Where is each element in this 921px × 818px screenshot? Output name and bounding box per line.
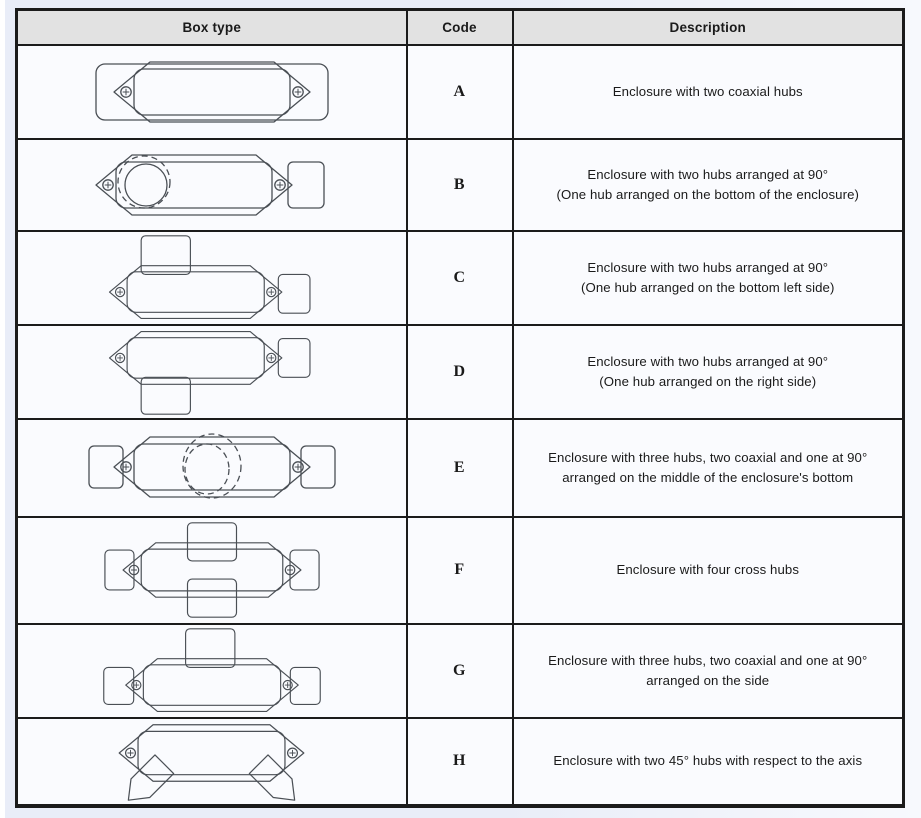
table-row: C Enclosure with two hubs arranged at 90… xyxy=(15,229,905,326)
figure-cell xyxy=(15,417,408,518)
figure-cell xyxy=(15,229,408,326)
figure-enclosure-four-cross-hubs xyxy=(104,522,320,618)
figure-cell xyxy=(15,323,408,420)
header-box-type: Box type xyxy=(15,8,408,46)
description-cell: Enclosure with two coaxial hubs xyxy=(511,43,905,140)
code-cell: A xyxy=(405,43,514,140)
description-cell: Enclosure with two hubs arranged at 90° … xyxy=(511,137,905,232)
figure-enclosure-three-hubs-middle-bottom xyxy=(88,432,336,499)
figure-enclosure-three-hubs-side xyxy=(102,627,321,715)
figure-enclosure-two-hubs-90-bottom xyxy=(92,151,325,219)
box-type-table: Box type Code Description A Enclosure wi… xyxy=(15,8,905,808)
header-description: Description xyxy=(511,8,905,46)
table-row: H Enclosure with two 45° hubs with respe… xyxy=(15,716,905,807)
figure-enclosure-two-45-degree-hubs xyxy=(89,721,334,801)
table-row: D Enclosure with two hubs arranged at 90… xyxy=(15,323,905,420)
code-cell: F xyxy=(405,515,514,625)
figure-enclosure-two-hubs-90-bottom-left xyxy=(106,234,311,322)
code-cell: C xyxy=(405,229,514,326)
description-cell: Enclosure with two 45° hubs with respect… xyxy=(511,716,905,807)
description-cell: Enclosure with two hubs arranged at 90° … xyxy=(511,323,905,420)
table-row: G Enclosure with three hubs, two coaxial… xyxy=(15,622,905,719)
code-cell: E xyxy=(405,417,514,518)
figure-cell xyxy=(15,622,408,719)
code-cell: G xyxy=(405,622,514,719)
figure-cell xyxy=(15,43,408,140)
table-row: E Enclosure with three hubs, two coaxial… xyxy=(15,417,905,518)
description-cell: Enclosure with two hubs arranged at 90° … xyxy=(511,229,905,326)
code-cell: H xyxy=(405,716,514,807)
figure-enclosure-two-coaxial-hubs xyxy=(95,58,329,126)
table-row: B Enclosure with two hubs arranged at 90… xyxy=(15,137,905,232)
header-code: Code xyxy=(405,8,514,46)
description-cell: Enclosure with three hubs, two coaxial a… xyxy=(511,622,905,719)
table-row: A Enclosure with two coaxial hubs xyxy=(15,43,905,140)
code-cell: D xyxy=(405,323,514,420)
figure-cell xyxy=(15,515,408,625)
figure-cell xyxy=(15,716,408,807)
description-cell: Enclosure with four cross hubs xyxy=(511,515,905,625)
description-cell: Enclosure with three hubs, two coaxial a… xyxy=(511,417,905,518)
code-cell: B xyxy=(405,137,514,232)
figure-cell xyxy=(15,137,408,232)
table-header-row: Box type Code Description xyxy=(15,8,905,46)
table-row: F Enclosure with four cross hubs xyxy=(15,515,905,625)
figure-enclosure-two-hubs-90-right-side xyxy=(106,328,311,415)
